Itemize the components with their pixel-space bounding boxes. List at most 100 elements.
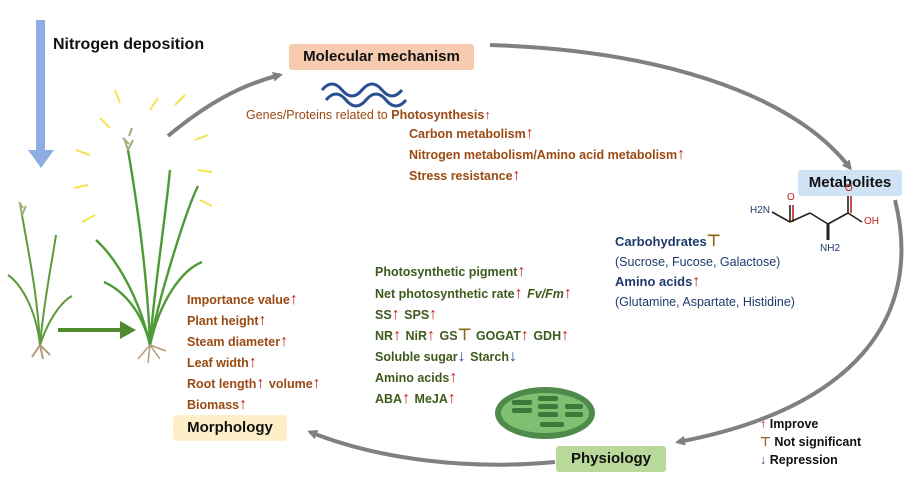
improve-arrow-icon: ↑ bbox=[563, 285, 572, 302]
molecule-label-oh: OH bbox=[864, 216, 879, 227]
carbohydrates-label: Carbohydrates bbox=[615, 234, 707, 249]
legend-improve: ↑ Improve bbox=[760, 414, 861, 434]
improve-arrow-icon: ↑ bbox=[393, 327, 402, 344]
phys-line-pigment: Photosynthetic pigment↑ bbox=[375, 262, 525, 282]
phys-meja: MeJA bbox=[414, 392, 448, 406]
chloroplast-icon bbox=[495, 387, 595, 439]
legend: ↑ Improve ⊤ Not significant ↓ Repression bbox=[760, 414, 861, 470]
phys-nr: NR bbox=[375, 329, 394, 343]
morph-line-diameter: Steam diameter↑ bbox=[187, 332, 288, 352]
phys-fvfm: Fv/Fm bbox=[527, 287, 564, 301]
improve-arrow-icon: ↑ bbox=[561, 327, 570, 344]
morph-leaf-width: Leaf width bbox=[187, 356, 249, 370]
improve-arrow-icon: ↑ bbox=[517, 263, 526, 280]
morph-line-height: Plant height↑ bbox=[187, 311, 267, 331]
phys-line-sugar: Soluble sugar↓ Starch↓ bbox=[375, 347, 517, 367]
phys-gogat: GOGAT bbox=[475, 329, 521, 343]
improve-arrow-icon: ↑ bbox=[512, 167, 521, 184]
morph-biomass: Biomass bbox=[187, 398, 240, 412]
legend-repression: ↓ Repression bbox=[760, 450, 861, 470]
morph-importance: Importance value bbox=[187, 293, 290, 307]
morph-height: Plant height bbox=[187, 314, 259, 328]
improve-arrow-icon: ↑ bbox=[258, 312, 267, 329]
phys-line-enzymes: NR↑ NiR↑ GS⊤ GOGAT↑ GDH↑ bbox=[375, 326, 569, 346]
mol-line-carbon: Carbon metabolism↑ bbox=[409, 124, 534, 144]
morph-line-importance: Importance value↑ bbox=[187, 290, 298, 310]
large-plant-icon bbox=[73, 89, 213, 364]
small-plant-icon bbox=[7, 201, 73, 360]
molecular-mechanism-box: Molecular mechanism bbox=[289, 44, 474, 70]
repression-arrow-icon: ↓ bbox=[509, 348, 518, 365]
metabolites-box: Metabolites bbox=[798, 170, 902, 196]
morph-line-root: Root length↑ volume↑ bbox=[187, 374, 321, 394]
improve-arrow-icon: ↑ bbox=[289, 291, 298, 308]
arrow-molecular-to-metabolites bbox=[489, 43, 852, 171]
improve-arrow-icon: ↑ bbox=[484, 108, 491, 122]
phys-line-hormones: ABA↑ MeJA↑ bbox=[375, 389, 456, 409]
phys-line-amino: Amino acids↑ bbox=[375, 368, 457, 388]
improve-arrow-icon: ↑ bbox=[429, 306, 438, 323]
mol-line-stress: Stress resistance↑ bbox=[409, 166, 521, 186]
arrow-physiology-to-morphology bbox=[307, 429, 556, 467]
improve-arrow-icon: ↑ bbox=[312, 375, 321, 392]
repression-arrow-icon: ↓ bbox=[760, 453, 767, 467]
improve-arrow-icon: ↑ bbox=[447, 390, 456, 407]
not-significant-icon: ⊤ bbox=[457, 327, 472, 344]
molecule-structure-icon bbox=[771, 196, 863, 240]
mol-item-carbon: Carbon metabolism bbox=[409, 127, 526, 141]
morphology-box: Morphology bbox=[173, 415, 287, 441]
phys-amino: Amino acids bbox=[375, 371, 450, 385]
morph-line-leaf: Leaf width↑ bbox=[187, 353, 257, 373]
molecule-label-nh2: NH2 bbox=[820, 243, 841, 254]
amino-acids-line: Amino acids↑ bbox=[615, 272, 700, 292]
carbohydrates-line: Carbohydrates⊤ bbox=[615, 232, 721, 252]
glow-rays bbox=[73, 89, 213, 223]
molecule-label-o1: O bbox=[787, 192, 795, 203]
dna-icon bbox=[320, 82, 408, 108]
mol-item-stress: Stress resistance bbox=[409, 169, 513, 183]
not-significant-icon: ⊤ bbox=[706, 233, 721, 250]
morph-volume: volume bbox=[268, 377, 313, 391]
improve-arrow-icon: ↑ bbox=[248, 354, 257, 371]
improve-arrow-icon: ↑ bbox=[280, 333, 289, 350]
improve-arrow-icon: ↑ bbox=[402, 390, 411, 407]
improve-arrow-icon: ↑ bbox=[256, 375, 265, 392]
phys-aba: ABA bbox=[375, 392, 403, 406]
phys-starch: Starch bbox=[470, 350, 510, 364]
improve-arrow-icon: ↑ bbox=[449, 369, 458, 386]
molecule-label-o2: O bbox=[845, 183, 853, 194]
legend-not-significant-label: Not significant bbox=[774, 435, 862, 449]
amino-acids-detail: (Glutamine, Aspartate, Histidine) bbox=[615, 295, 795, 309]
phys-ss: SS bbox=[375, 308, 392, 322]
nitrogen-deposition-label: Nitrogen deposition bbox=[53, 36, 205, 53]
legend-not-significant: ⊤ Not significant bbox=[760, 432, 861, 452]
arrow-plant-to-molecular bbox=[166, 71, 283, 138]
phys-nir: NiR bbox=[405, 329, 428, 343]
morph-diameter: Steam diameter bbox=[187, 335, 281, 349]
morph-root-length: Root length bbox=[187, 377, 257, 391]
improve-arrow-icon: ↑ bbox=[525, 125, 534, 142]
nitrogen-down-arrow bbox=[28, 20, 54, 168]
phys-pigment: Photosynthetic pigment bbox=[375, 265, 518, 279]
amino-acids-label: Amino acids bbox=[615, 274, 693, 289]
repression-arrow-icon: ↓ bbox=[457, 348, 466, 365]
mol-item-nitrogen: Nitrogen metabolism/Amino acid metabolis… bbox=[409, 148, 678, 162]
improve-arrow-icon: ↑ bbox=[427, 327, 436, 344]
arrow-metabolites-to-physiology bbox=[675, 199, 904, 446]
morph-line-biomass: Biomass↑ bbox=[187, 395, 247, 415]
legend-repression-label: Repression bbox=[769, 453, 838, 467]
genes-proteins-line: Genes/Proteins related to Photosynthesis… bbox=[246, 105, 491, 125]
phys-gs: GS bbox=[439, 329, 458, 343]
improve-arrow-icon: ↑ bbox=[239, 396, 248, 413]
mol-item-photosynthesis: Photosynthesis bbox=[391, 108, 485, 122]
not-significant-icon: ⊤ bbox=[760, 435, 771, 449]
genes-prefix: Genes/Proteins related to bbox=[246, 108, 388, 122]
improve-arrow-icon: ↑ bbox=[760, 417, 767, 431]
phys-net-rate: Net photosynthetic rate bbox=[375, 287, 515, 301]
legend-improve-label: Improve bbox=[769, 417, 819, 431]
green-growth-arrow bbox=[58, 321, 136, 339]
improve-arrow-icon: ↑ bbox=[692, 273, 701, 290]
improve-arrow-icon: ↑ bbox=[677, 146, 686, 163]
